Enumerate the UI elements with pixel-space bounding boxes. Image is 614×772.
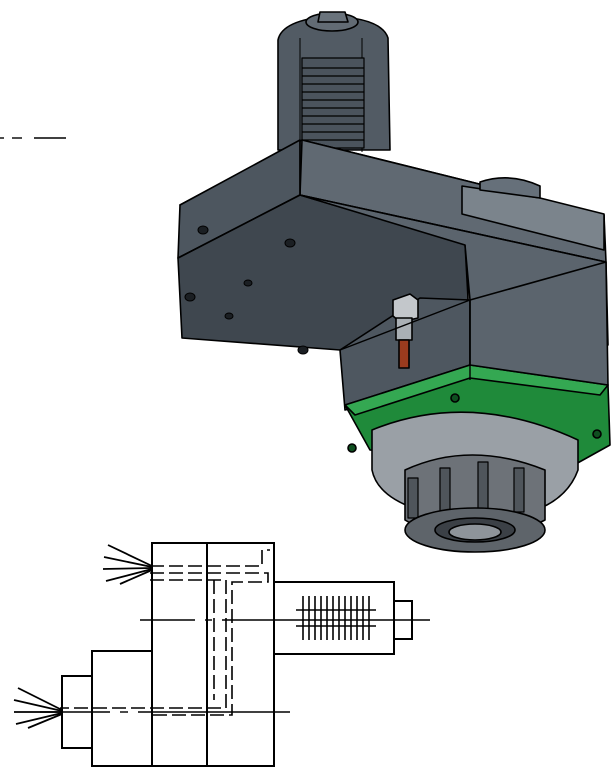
isometric-render bbox=[0, 11, 611, 553]
schematic-upper-housing bbox=[151, 542, 275, 767]
collet-nut bbox=[371, 411, 579, 553]
schematic-centerlines bbox=[40, 619, 430, 713]
coolant-spray-lower bbox=[13, 687, 63, 729]
coolant-fitting bbox=[392, 293, 419, 369]
top-boss bbox=[479, 177, 541, 199]
schematic-spindle-housing bbox=[273, 581, 395, 655]
schematic-section bbox=[13, 542, 430, 767]
schematic-serrations bbox=[296, 596, 376, 640]
shank-serrations bbox=[301, 57, 365, 149]
nut-slots bbox=[407, 461, 525, 519]
coolant-spray-upper bbox=[102, 544, 153, 585]
vdi-shank bbox=[277, 11, 391, 152]
body-edges bbox=[177, 140, 607, 380]
mounting-holes bbox=[184, 225, 309, 355]
schematic-hidden-lines bbox=[60, 549, 270, 716]
